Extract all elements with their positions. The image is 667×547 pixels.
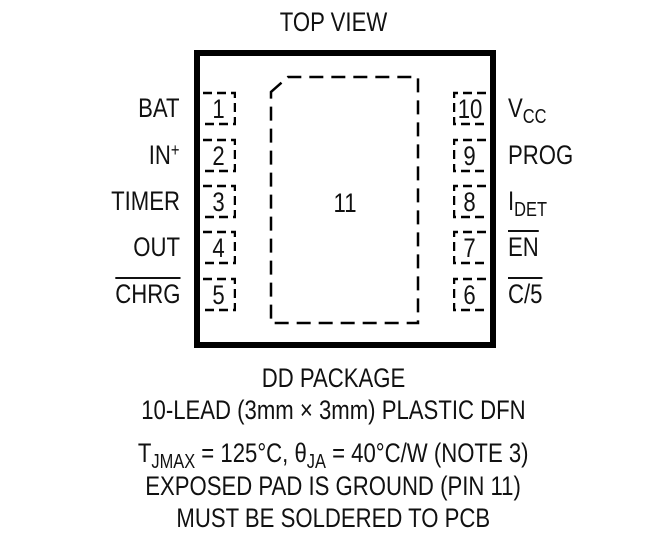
pin-label-10: VCC (508, 93, 547, 128)
pin-label-8: IDET (508, 186, 547, 221)
pin-number: 1 (212, 94, 226, 124)
exposed-pad-outline (269, 75, 420, 325)
view-title: TOP VIEW (279, 7, 388, 37)
pin-6: 6 (453, 277, 487, 312)
pin-number: 10 (457, 94, 483, 124)
pin-3: 3 (202, 184, 236, 219)
note-solder: MUST BE SOLDERED TO PCB (176, 503, 491, 533)
pin-10: 10 (453, 91, 487, 126)
pin-number: 7 (463, 233, 477, 263)
pin-number: 4 (212, 233, 226, 263)
pin-7: 7 (453, 230, 487, 265)
exposed-pad-number: 11 (333, 188, 357, 218)
pin-1: 1 (202, 91, 236, 126)
pin-label-2: IN+ (149, 140, 180, 170)
pin-2: 2 (202, 138, 236, 173)
pin-5: 5 (202, 277, 236, 312)
pin-number: 9 (463, 141, 477, 171)
pin-number: 5 (212, 280, 226, 310)
package-description: 10-LEAD (3mm × 3mm) PLASTIC DFN (141, 395, 526, 425)
pin-9: 9 (453, 138, 487, 173)
pin-label-1: BAT (138, 93, 180, 123)
package-name: DD PACKAGE (261, 363, 406, 393)
package-outline (194, 50, 496, 348)
pin-label-5: CHRG (114, 279, 180, 309)
pin-number: 2 (212, 141, 226, 171)
pin-number: 8 (463, 187, 477, 217)
pin-label-9: PROG (508, 140, 574, 170)
pin-4: 4 (202, 230, 236, 265)
pin-label-6: C/5 (508, 279, 543, 309)
pin-number: 3 (212, 187, 226, 217)
pin-label-7: EN (508, 232, 539, 262)
pin-label-3: TIMER (111, 186, 180, 216)
thermal-spec: TJMAX = 125°C, θJA = 40°C/W (NOTE 3) (138, 438, 529, 473)
pin-label-4: OUT (133, 232, 180, 262)
pin-8: 8 (453, 184, 487, 219)
note-exposed-pad: EXPOSED PAD IS GROUND (PIN 11) (145, 471, 522, 501)
pin-number: 6 (463, 280, 477, 310)
